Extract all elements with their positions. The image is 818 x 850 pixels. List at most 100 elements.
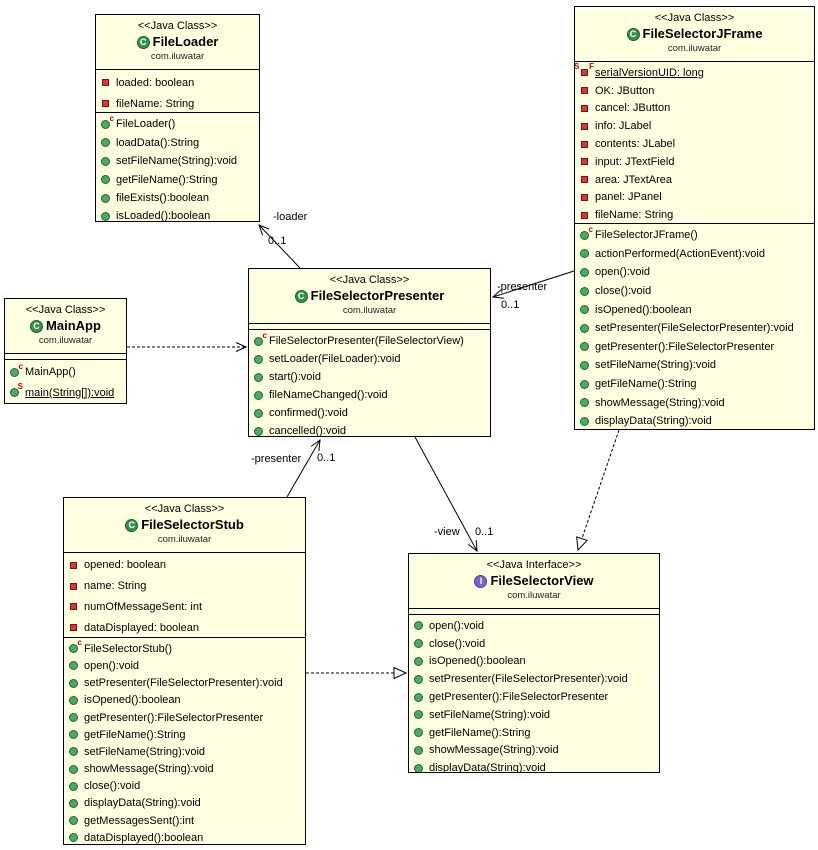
public-method-icon <box>579 323 590 334</box>
association-jframe-presenter[interactable] <box>493 270 575 297</box>
member-row: dataDisplayed: boolean <box>64 617 305 637</box>
edge-label-view: -view <box>434 526 460 538</box>
member-row: cancel: JButton <box>575 100 814 118</box>
empty-fields-compartment <box>409 608 659 614</box>
package-name: com.iluwatar <box>38 335 93 346</box>
member-row: opened: boolean <box>64 555 305 576</box>
constructor-icon: c <box>579 225 593 241</box>
member-row: close():void <box>409 635 659 653</box>
member-row: loaded: boolean <box>96 72 259 93</box>
member-label: showMessage(String):void <box>429 744 559 757</box>
association-presenter-loader[interactable] <box>259 225 301 269</box>
member-label: setFileName(String):void <box>429 708 551 721</box>
class-title: <<Java Class>> C FileLoader com.iluwatar <box>96 15 259 69</box>
class-title: <<Java Class>> C FileSelectorPresenter c… <box>249 269 490 323</box>
public-method-icon <box>68 695 79 706</box>
member-label: cancel: JButton <box>595 102 671 115</box>
realization-jframe-view[interactable] <box>578 429 620 550</box>
member-label: FileSelectorStub() <box>84 642 173 655</box>
class-title: <<Java Class>> C FileSelectorJFrame com.… <box>575 7 814 61</box>
interface-box-fileselectorview[interactable]: <<Java Interface>> I FileSelectorView co… <box>408 553 660 773</box>
class-box-fileloader[interactable]: <<Java Class>> C FileLoader com.iluwatar… <box>95 14 260 222</box>
member-row: input: JTextField <box>575 153 814 171</box>
member-row: info: JLabel <box>575 117 814 135</box>
public-method-icon <box>413 727 424 738</box>
stereotype: <<Java Class>> <box>144 503 225 515</box>
member-label: name: String <box>84 580 147 593</box>
member-row: cancelled():void <box>249 422 490 436</box>
class-icon: C <box>136 35 150 49</box>
member-label: close():void <box>84 780 141 793</box>
member-label: close():void <box>429 637 486 650</box>
member-row: confirmed():void <box>249 404 490 422</box>
edge-label-stub-presenter: -presenter <box>251 453 301 465</box>
member-row: setPresenter(FileSelectorPresenter):void <box>575 319 814 338</box>
association-presenter-view[interactable] <box>414 436 477 551</box>
member-label: fileName: String <box>116 97 195 110</box>
public-method-icon <box>579 379 590 390</box>
package-name: com.iluwatar <box>150 51 205 62</box>
member-row: isOpened():boolean <box>409 653 659 671</box>
member-label: displayData(String):void <box>429 762 546 772</box>
member-label: setPresenter(FileSelectorPresenter):void <box>429 673 628 686</box>
member-row: start():void <box>249 368 490 386</box>
public-method-icon <box>68 660 79 671</box>
public-method-icon <box>253 426 264 437</box>
member-label: dataDisplayed():boolean <box>84 831 204 844</box>
public-method-icon <box>579 416 590 427</box>
class-title: <<Java Interface>> I FileSelectorView co… <box>409 554 659 608</box>
class-box-fileselectorjframe[interactable]: <<Java Class>> C FileSelectorJFrame com.… <box>574 6 815 430</box>
edge-multiplicity-view: 0..1 <box>475 526 493 538</box>
member-label: setFileName(String):void <box>116 155 238 168</box>
member-label: showMessage(String):void <box>595 396 725 409</box>
member-row: isOpened():boolean <box>575 300 814 319</box>
package-name: com.iluwatar <box>667 43 722 54</box>
member-label: fileNameChanged():void <box>269 389 388 401</box>
private-field-icon <box>579 192 590 203</box>
member-label: start():void <box>269 371 321 383</box>
member-row: actionPerformed(ActionEvent):void <box>575 245 814 264</box>
class-box-fileselectorstub[interactable]: <<Java Class>> C FileSelectorStub com.il… <box>63 497 306 845</box>
class-name-label: FileSelectorPresenter <box>310 288 445 303</box>
member-label: cancelled():void <box>269 425 347 436</box>
association-stub-presenter[interactable] <box>286 440 320 498</box>
member-label: confirmed():void <box>269 407 348 419</box>
class-name: C FileSelectorPresenter <box>249 287 490 305</box>
member-label: getFileName():String <box>116 173 218 186</box>
public-method-icon <box>579 341 590 352</box>
public-method-icon <box>413 763 424 772</box>
constructor-icon: c <box>68 639 82 654</box>
member-row: setFileName(String):void <box>409 706 659 724</box>
member-label: showMessage(String):void <box>84 763 214 776</box>
class-icon: C <box>294 289 308 303</box>
private-field-icon <box>579 103 590 114</box>
member-row: getPresenter():FileSelectorPresenter <box>64 709 305 726</box>
class-box-fileselectorpresenter[interactable]: <<Java Class>> C FileSelectorPresenter c… <box>248 268 491 437</box>
empty-fields-compartment <box>5 353 126 359</box>
private-field-icon <box>100 98 111 109</box>
public-method-icon <box>413 656 424 667</box>
public-method-icon <box>68 746 79 757</box>
public-method-icon <box>413 745 424 756</box>
member-row: getFileName():String <box>64 726 305 743</box>
stereotype: <<Java Interface>> <box>486 559 582 571</box>
public-method-icon <box>579 397 590 408</box>
edge-label-loader: -loader <box>273 211 308 223</box>
interface-icon: I <box>474 574 488 588</box>
static-method-icon: S <box>9 383 23 398</box>
member-label: getPresenter():FileSelectorPresenter <box>429 691 609 704</box>
public-method-icon <box>253 408 264 419</box>
edge-multiplicity-jframe-presenter: 0..1 <box>501 299 519 311</box>
public-method-icon <box>68 781 79 792</box>
member-row: isLoaded():boolean <box>96 207 259 221</box>
member-row: fileExists():boolean <box>96 189 259 207</box>
public-method-icon <box>413 709 424 720</box>
member-row: showMessage(String):void <box>409 742 659 760</box>
member-label: getMessagesSent():int <box>84 814 195 827</box>
public-method-icon <box>68 832 79 843</box>
